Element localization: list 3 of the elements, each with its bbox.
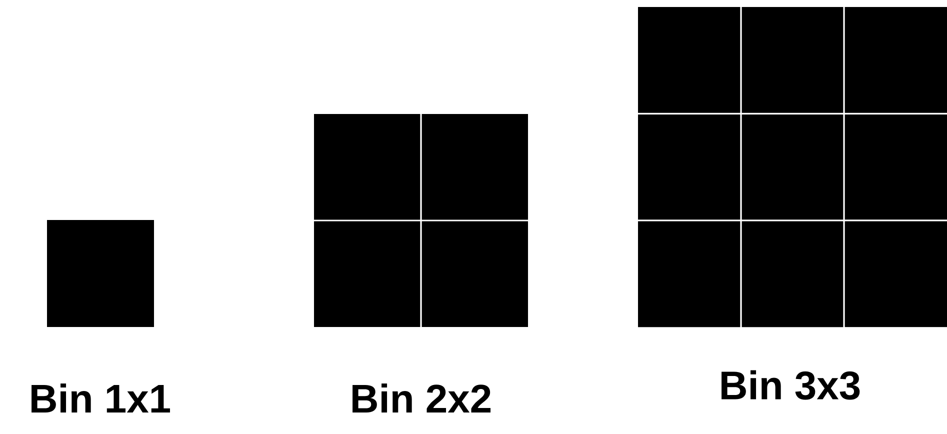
bin-label: Bin 2x2 — [352, 384, 490, 412]
bin-label: Bin 1x1 — [32, 384, 170, 412]
bin-label: Bin 3x3 — [722, 370, 860, 400]
